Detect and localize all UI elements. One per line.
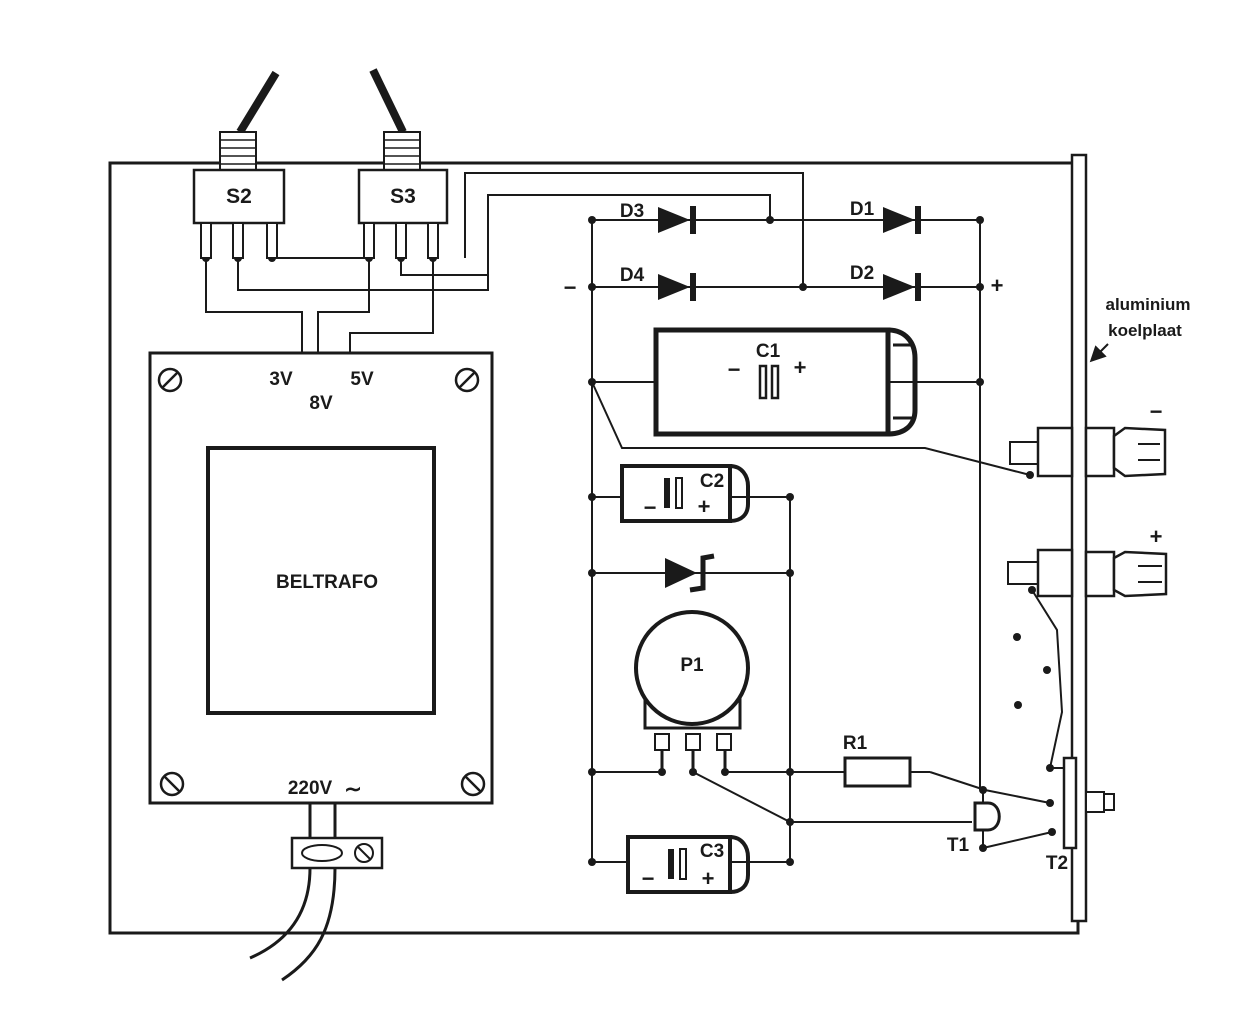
diode-d4-label: D4 bbox=[620, 265, 645, 286]
capacitor-c3-label: C3 bbox=[700, 841, 724, 862]
tap-5v-label: 5V bbox=[350, 369, 374, 390]
terminal-plus-label: + bbox=[1150, 524, 1163, 549]
transistor-t2: T2 bbox=[1046, 756, 1115, 874]
c3-minus-label: − bbox=[642, 866, 655, 891]
switch-s3-label: S3 bbox=[390, 185, 416, 208]
diode-d4: D4 bbox=[620, 265, 696, 301]
zener-diode bbox=[665, 553, 715, 593]
resistor-r1-label: R1 bbox=[843, 733, 868, 754]
diode-d1: D1 bbox=[850, 199, 921, 234]
transformer: 3V 5V 8V BELTRAFO 220V ∼ bbox=[148, 351, 494, 805]
tap-3v-label: 3V bbox=[269, 369, 293, 390]
resistor-r1: R1 bbox=[843, 733, 912, 788]
switch-s3: S3 bbox=[357, 68, 449, 259]
transistor-t1-label: T1 bbox=[947, 835, 970, 856]
potentiometer-p1-label: P1 bbox=[680, 655, 704, 676]
diode-d1-label: D1 bbox=[850, 199, 875, 220]
bridge-minus-label: − bbox=[564, 275, 577, 300]
wiring bbox=[205, 172, 1072, 863]
capacitor-c2: C2 − + bbox=[620, 464, 750, 523]
terminal-plus: + bbox=[1007, 524, 1168, 598]
diode-d3-label: D3 bbox=[620, 201, 644, 222]
heatsink-label-line2: koelplaat bbox=[1108, 321, 1182, 340]
c2-plus-label: + bbox=[698, 494, 711, 519]
potentiometer-p1: P1 bbox=[634, 610, 750, 772]
mains-cable bbox=[249, 803, 337, 982]
c3-plus-label: + bbox=[702, 866, 715, 891]
transistor-t1: T1 bbox=[947, 801, 1001, 856]
terminal-minus-label: − bbox=[1150, 399, 1163, 424]
bridge-plus-label: + bbox=[991, 273, 1004, 298]
heatsink-annotation: aluminium koelplaat bbox=[1089, 295, 1191, 363]
c2-minus-label: − bbox=[644, 495, 657, 520]
screw-icon bbox=[157, 367, 486, 797]
diode-d2-label: D2 bbox=[850, 263, 874, 284]
capacitor-c1: C1 − + bbox=[653, 327, 918, 437]
capacitor-c1-label: C1 bbox=[756, 341, 781, 362]
mains-voltage-label: 220V bbox=[288, 778, 333, 799]
c1-plus-label: + bbox=[794, 355, 807, 380]
transistor-t2-label: T2 bbox=[1046, 853, 1068, 874]
diode-d3: D3 bbox=[620, 201, 696, 234]
c1-minus-label: − bbox=[728, 357, 741, 382]
heatsink-plate bbox=[1070, 153, 1088, 923]
heatsink-label-line1: aluminium bbox=[1105, 295, 1190, 314]
switch-s2: S2 bbox=[192, 70, 286, 259]
capacitor-c2-label: C2 bbox=[700, 471, 724, 492]
switch-s2-label: S2 bbox=[226, 185, 252, 208]
capacitor-c3: C3 − + bbox=[626, 835, 750, 894]
tap-8v-label: 8V bbox=[309, 393, 333, 414]
cable-clamp bbox=[290, 836, 384, 870]
terminal-minus: − bbox=[1009, 399, 1167, 478]
diode-d2: D2 bbox=[850, 263, 921, 301]
transformer-label: BELTRAFO bbox=[276, 572, 378, 593]
ac-symbol: ∼ bbox=[344, 778, 362, 801]
